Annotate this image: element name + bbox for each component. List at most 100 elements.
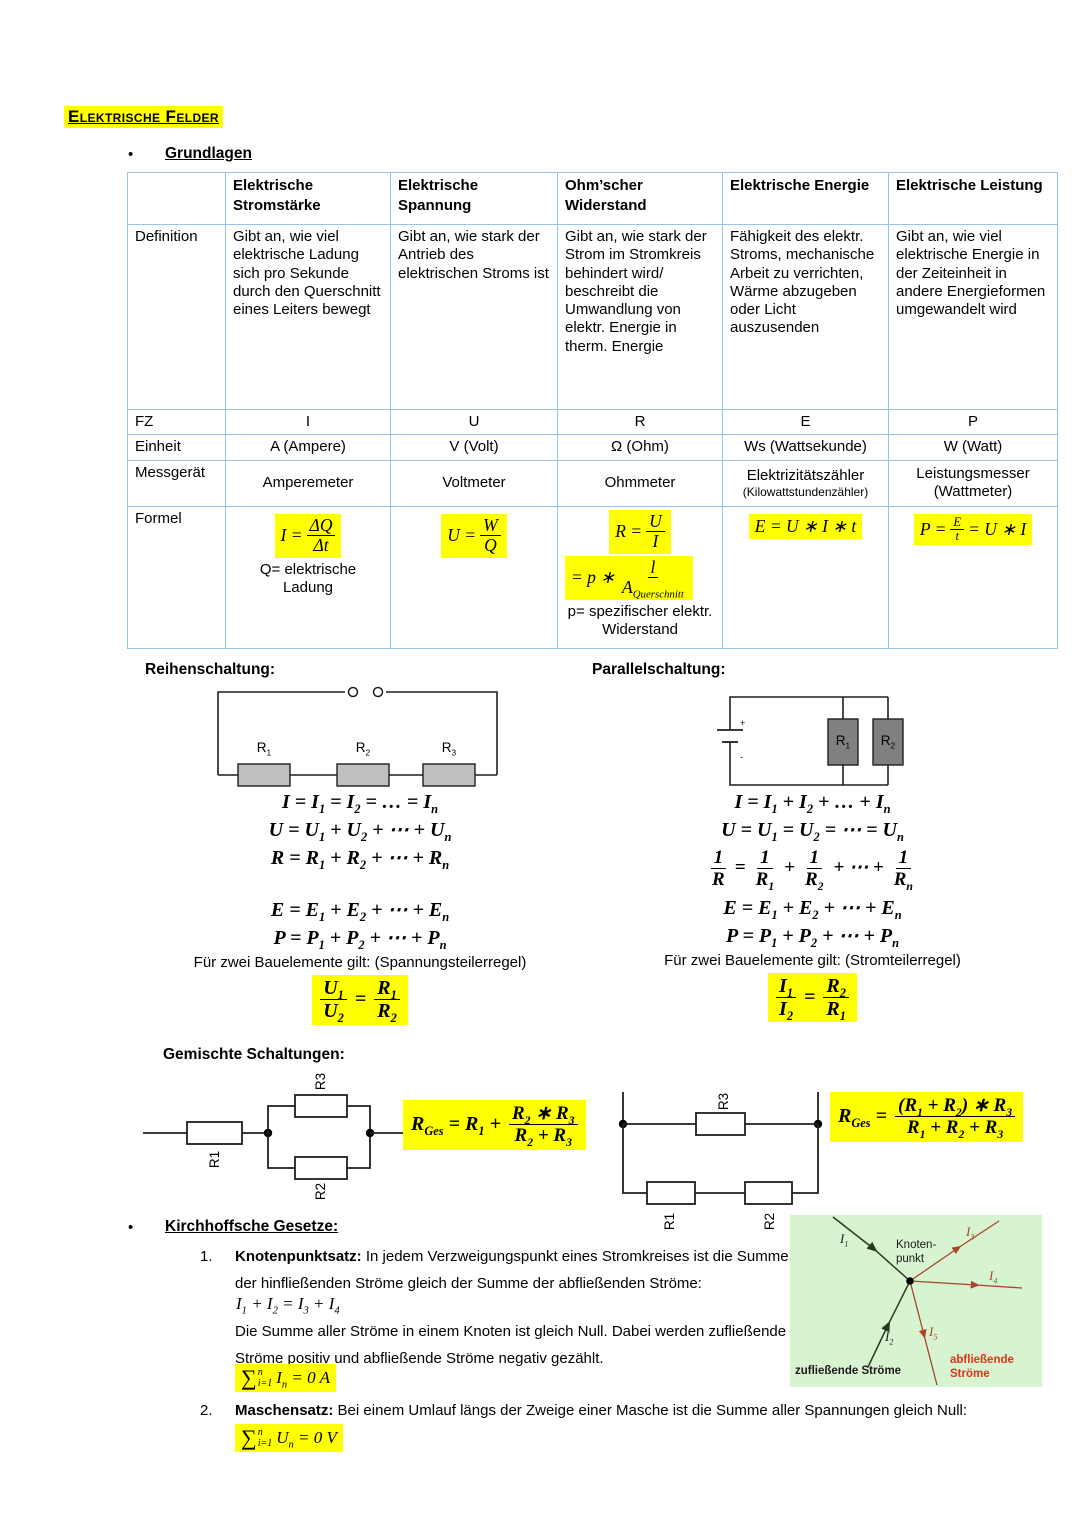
grundlagen-heading: Grundlagen [165,145,252,162]
table-header-leistung: Elektrische Leistung [888,172,1058,225]
switch-contact [372,686,384,698]
rule-den2: R2 [377,1000,397,1026]
table-row-messgeraet: Messgerät Amperemeter Voltmeter Ohmmeter… [127,459,1058,507]
parallel-label-r2: R2 [880,733,896,751]
parallel-circuit-diagram [715,690,915,790]
formel-spannung-lhs: U = [447,525,477,546]
resistor-box-r2 [294,1156,348,1180]
table-row-fz: FZ I U R E P [127,408,1058,436]
battery-plus-label: + [740,718,746,728]
resistor-box-r1 [646,1181,696,1205]
series-circuit-diagram [210,682,505,797]
series-formulas: I = I1 = I2 = … = In U = U1 + U2 + ⋯ + U… [150,788,570,1025]
parallel-formula-energy: E = E1 + E2 + ⋯ + En [723,896,902,922]
wire [267,1133,295,1169]
formel-leistung-lhs: P = [919,518,947,539]
wire [729,696,888,730]
table-row-definition: Definition Gibt an, wie viel elektrische… [127,224,1058,410]
definition-energie: Fähigkeit des elektr. Stroms, mechanisch… [722,224,889,410]
op: = [734,857,746,879]
series-formula-current: I = I1 = I2 = … = In [281,791,439,816]
sum-lower-limit: i=1 [257,1378,273,1389]
kirchhoff-item1-term: Knotenpunktsatz: [235,1248,362,1265]
label-i1: I1 [840,1231,849,1249]
resistor-box-r1 [237,763,291,787]
resistor-box-r1 [827,718,859,766]
rule-num2: R1 [374,977,400,1001]
series-label-r2: R2 [355,740,371,758]
resistor-box-r3 [422,763,476,787]
wire [347,1133,371,1169]
sum-upper-limit: n [257,1427,263,1438]
formel-spannung-num: W [480,515,501,537]
einheit-ohm: Ω (Ohm) [557,434,723,461]
table-row-einheit: Einheit A (Ampere) V (Volt) Ω (Ohm) Ws (… [127,434,1058,461]
sigma-symbol: ∑ [241,1365,257,1390]
label-i2: I2 [885,1329,894,1347]
sigma-symbol: ∑ [241,1425,257,1450]
mixed-right-label-r1: R1 [662,1212,678,1231]
formel-energie: E = U ∗ I ∗ t [722,505,889,649]
wire [386,691,498,775]
wire [729,742,888,786]
label-i3: I3 [966,1224,975,1242]
battery-minus-label: - [740,752,743,762]
parallel-formula-voltage: U = U1 = U2 = ⋯ = Un [721,819,904,844]
kirchhoff-item2-term: Maschensatz: [235,1402,334,1419]
messgeraet-elektrizitaetszaehler: Elektrizitätszähler (Kilowattstundenzähl… [722,459,889,507]
kirchhoff-item1-body: In jedem Verzweigungspunkt eines Stromkr… [235,1248,789,1292]
series-formula-power: P = P1 + P2 + ⋯ + Pn [273,927,447,952]
einheit-volt: V (Volt) [390,434,558,461]
resistor-box-r2 [336,763,390,787]
formel-spannung-den: Q [484,535,497,556]
table-header-empty [127,172,226,225]
mixed-right-label-r2: R2 [762,1212,778,1231]
formula-lhs: RGes = R1 + [411,1113,501,1139]
node-dot [906,1277,914,1285]
frac-num: 1 [710,847,727,870]
reihenschaltung-heading: Reihenschaltung: [145,661,276,678]
node-label: Knoten- punkt [896,1239,936,1266]
switch-contact [347,686,359,698]
formel-widerstand-note: p= spezifischer elektr. Widerstand [567,602,713,638]
formel-leistung-rhs: = U ∗ I [968,518,1027,539]
formula-num: (R1 + R2) ∗ R3 [895,1095,1016,1118]
mixed-left-label-r3: R3 [313,1072,329,1091]
frac-den: Rn [893,869,913,894]
wire [622,1124,647,1194]
messgeraet-energie-sub: (Kilowattstundenzähler) [742,484,869,499]
label-i4: I4 [989,1268,998,1286]
table-header-row: Elektrische Stromstärke Elektrische Span… [127,172,1058,225]
resistor-box-r2 [744,1181,793,1205]
rule-den1: U2 [323,1000,344,1026]
parallelschaltung-heading: Parallelschaltung: [592,661,726,678]
quantities-table: Elektrische Stromstärke Elektrische Span… [127,172,1058,649]
resistor-box-r3 [294,1094,348,1118]
wire [347,1105,371,1133]
rule-num1: I1 [776,975,797,999]
series-formula-voltage: U = U1 + U2 + ⋯ + Un [268,819,452,844]
kirchhoff-item2-body: Bei einem Umlauf längs der Zweige einer … [333,1402,968,1419]
formel-energie-text: E = U ∗ I ∗ t [748,513,863,539]
messgeraet-energie-main: Elektrizitätszähler [746,466,865,484]
kirchhoff-bullet: • [128,1219,134,1236]
sum-body: In = 0 A [276,1368,330,1391]
frac-num: 1 [806,847,822,870]
kirchhoff-item1-text: Knotenpunktsatz: In jedem Verzweigungspu… [235,1243,793,1297]
fz-u: U [390,408,558,436]
wire [267,1105,295,1133]
current-out-i3 [909,1220,1000,1282]
table-header-stromstaerke: Elektrische Stromstärke [225,172,391,225]
kirchhoff-item1-number: 1. [200,1248,213,1265]
table-header-widerstand: Ohm’scher Widerstand [557,172,723,225]
mixed-left-label-r2: R2 [313,1182,329,1201]
fz-p: P [888,408,1058,436]
